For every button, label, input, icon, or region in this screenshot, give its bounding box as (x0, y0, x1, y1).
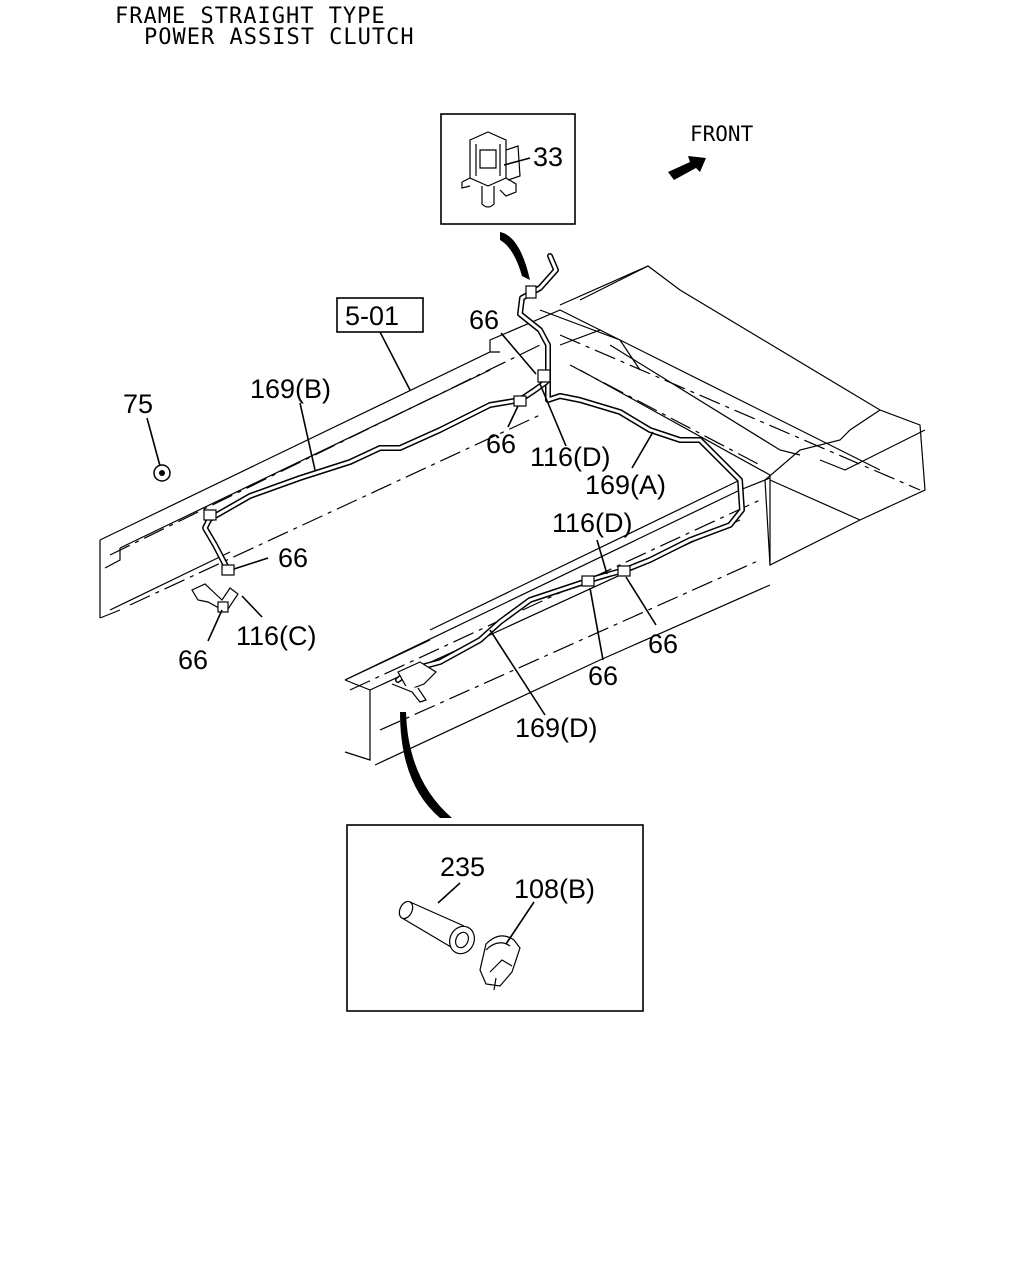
detail-arrow-bottom (400, 712, 452, 818)
frame-centerline-left-2 (129, 414, 541, 606)
callout-116c: 116(C) (236, 621, 317, 651)
crossmember-centerline-2 (569, 364, 761, 466)
clip-75 (153, 464, 171, 482)
pipe-169a-riser (517, 253, 559, 383)
frame-crossmember (559, 265, 926, 566)
callout-108b: 108(B) (514, 874, 595, 904)
leader-lines (146, 332, 657, 716)
header-title-line1: FRAME STRAIGHT TYPE (115, 4, 386, 29)
callout-169d: 169(D) (515, 713, 598, 743)
header-title-line2: POWER ASSIST CLUTCH (144, 25, 415, 50)
callout-116d-mid: 116(D) (552, 508, 633, 538)
pipe-169a (545, 377, 745, 573)
callout-116d-top: 116(D) (530, 442, 611, 472)
front-label: FRONT (690, 122, 754, 146)
front-arrow-icon (668, 156, 706, 180)
pipe-116c (191, 515, 239, 613)
callout-169b: 169(B) (250, 374, 331, 404)
reference-label: 5-01 (345, 301, 399, 331)
callout-169a: 169(A) (585, 470, 666, 500)
callout-66-right: 66 (648, 629, 678, 659)
hose-235 (398, 900, 475, 955)
flare-nut-fittings (203, 285, 631, 703)
frame-centerline-right (379, 559, 761, 731)
callout-66-top: 66 (469, 305, 499, 335)
callout-66-mid: 66 (486, 429, 516, 459)
pipe-169d (395, 577, 593, 683)
pipe-169b (205, 397, 523, 523)
crossmember-centerline (559, 334, 921, 491)
frame-centerline-left (109, 344, 541, 556)
callout-75: 75 (123, 389, 153, 419)
callout-66-bottom: 66 (588, 661, 618, 691)
detail-box-hose (346, 824, 644, 1012)
callout-66-bottomleft: 66 (178, 645, 208, 675)
callout-66-left: 66 (278, 543, 308, 573)
detail-box-bracket (440, 113, 576, 225)
callout-33: 33 (533, 142, 563, 172)
clamp-108b (479, 935, 521, 991)
detail-arrow-top (500, 232, 530, 280)
callout-235: 235 (440, 852, 485, 882)
